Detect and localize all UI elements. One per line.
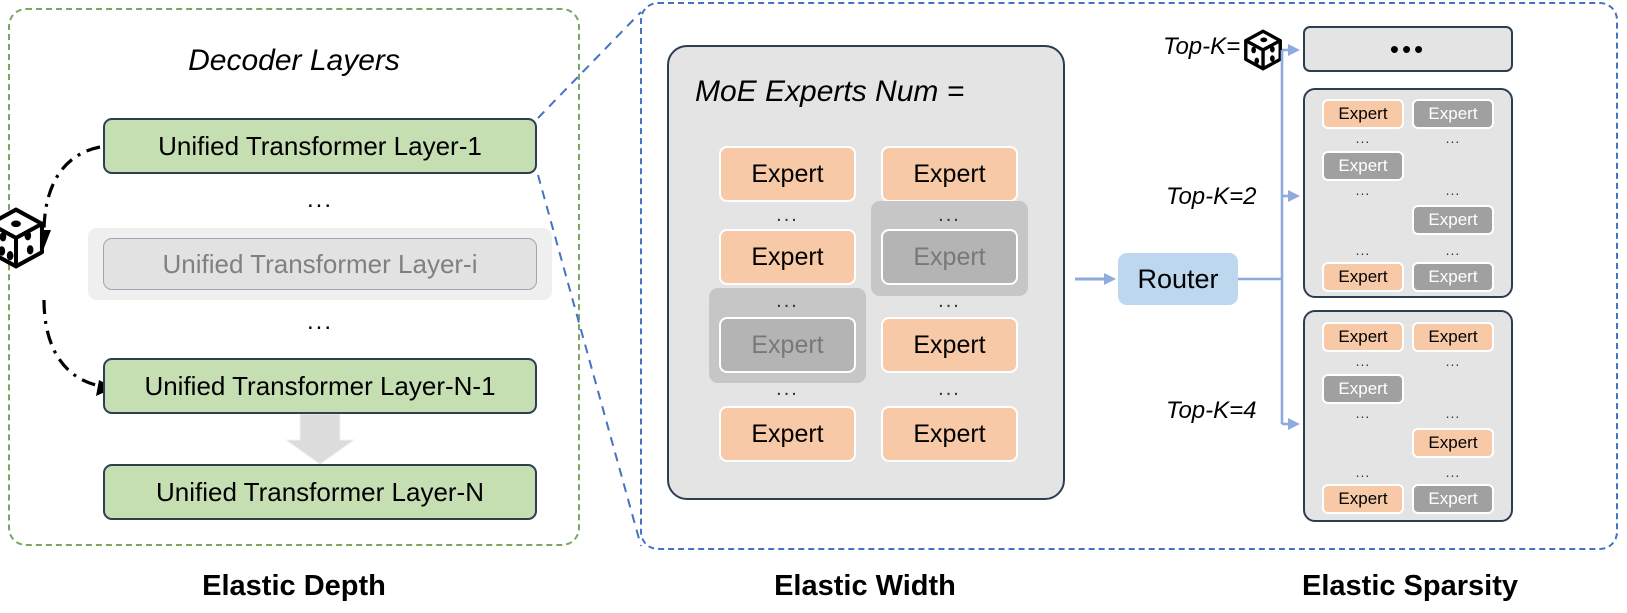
- topk2-expert-1[interactable]: Expert: [1412, 99, 1494, 129]
- moe-ellipsis-l3: ...: [776, 378, 799, 400]
- moe-ellipsis-r1: ...: [938, 204, 961, 226]
- topk2-ell-r2: ...: [1445, 182, 1461, 198]
- moe-expert-7[interactable]: Expert: [881, 406, 1018, 462]
- topk4-ell-r2: ...: [1445, 405, 1461, 421]
- caption-elastic-sparsity: Elastic Sparsity: [1302, 570, 1518, 602]
- topk4-ell-r1: ...: [1445, 353, 1461, 369]
- topk4-expert-2[interactable]: Expert: [1322, 374, 1404, 404]
- router-box[interactable]: Router: [1118, 253, 1238, 305]
- topk-label-4: Top-K=4: [1166, 397, 1257, 424]
- topk2-expert-3[interactable]: Expert: [1412, 205, 1494, 235]
- moe-expert-4[interactable]: Expert: [719, 317, 856, 373]
- topk2-ell-l2: ...: [1355, 182, 1371, 198]
- decoder-ellipsis-bottom: ...: [306, 308, 333, 335]
- topk-label-2: Top-K=2: [1166, 183, 1257, 210]
- moe-expert-5[interactable]: Expert: [881, 317, 1018, 373]
- layer-box-n[interactable]: Unified Transformer Layer-N: [103, 464, 537, 520]
- topk4-expert-5[interactable]: Expert: [1412, 484, 1494, 514]
- topk-random-box: •••: [1303, 26, 1513, 72]
- topk2-ell-r3: ...: [1445, 242, 1461, 258]
- topk2-ell-l1: ...: [1355, 130, 1371, 146]
- topk2-expert-5[interactable]: Expert: [1412, 262, 1494, 292]
- layer-box-n-minus-1[interactable]: Unified Transformer Layer-N-1: [103, 358, 537, 414]
- caption-elastic-depth: Elastic Depth: [202, 570, 386, 602]
- topk4-expert-4[interactable]: Expert: [1322, 484, 1404, 514]
- topk2-expert-4[interactable]: Expert: [1322, 262, 1404, 292]
- moe-ellipsis-l1: ...: [776, 204, 799, 226]
- topk4-ell-l3: ...: [1355, 464, 1371, 480]
- moe-expert-3[interactable]: Expert: [881, 229, 1018, 285]
- decoder-ellipsis-top: ...: [306, 186, 333, 213]
- moe-title: MoE Experts Num =: [695, 75, 965, 108]
- topk4-expert-1[interactable]: Expert: [1412, 322, 1494, 352]
- topk2-expert-0[interactable]: Expert: [1322, 99, 1404, 129]
- layer-box-1[interactable]: Unified Transformer Layer-1: [103, 118, 537, 174]
- moe-expert-2[interactable]: Expert: [881, 146, 1018, 202]
- decoder-layers-title: Decoder Layers: [188, 44, 400, 77]
- topk2-expert-2[interactable]: Expert: [1322, 151, 1404, 181]
- topk4-expert-3[interactable]: Expert: [1412, 428, 1494, 458]
- moe-ellipsis-r3: ...: [938, 378, 961, 400]
- topk4-ell-r3: ...: [1445, 464, 1461, 480]
- moe-ellipsis-l2: ...: [776, 290, 799, 312]
- topk4-expert-0[interactable]: Expert: [1322, 322, 1404, 352]
- topk4-ell-l1: ...: [1355, 353, 1371, 369]
- topk2-ell-l3: ...: [1355, 242, 1371, 258]
- moe-ellipsis-r2: ...: [938, 290, 961, 312]
- moe-expert-1[interactable]: Expert: [719, 229, 856, 285]
- caption-elastic-width: Elastic Width: [774, 570, 956, 602]
- topk4-ell-l2: ...: [1355, 405, 1371, 421]
- moe-expert-0[interactable]: Expert: [719, 146, 856, 202]
- topk-label-random: Top-K=: [1163, 33, 1241, 60]
- topk2-ell-r1: ...: [1445, 130, 1461, 146]
- moe-expert-6[interactable]: Expert: [719, 406, 856, 462]
- layer-box-i[interactable]: Unified Transformer Layer-i: [103, 238, 537, 290]
